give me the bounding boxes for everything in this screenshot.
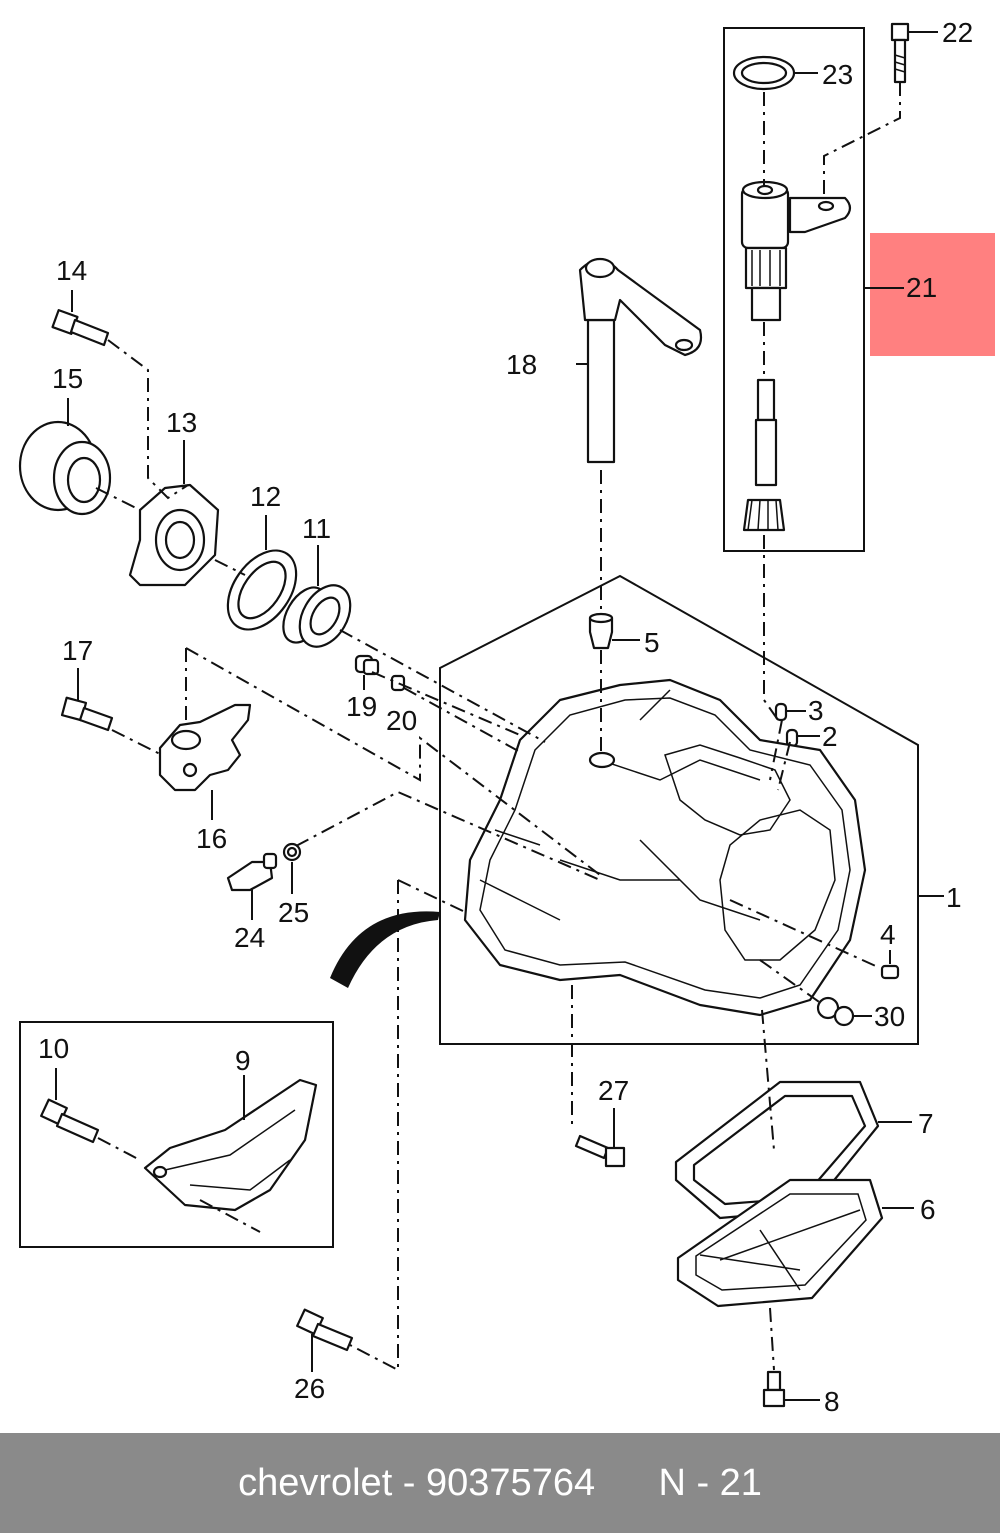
callout-6: 6 [920, 1194, 936, 1225]
callout-30: 30 [874, 1001, 905, 1032]
callout-18: 18 [506, 349, 537, 380]
callout-23: 23 [822, 59, 853, 90]
plug-19 [354, 654, 380, 676]
highlight-part-21 [870, 233, 995, 356]
speedometer-gear-21 [740, 180, 852, 532]
cover-9 [143, 1078, 318, 1212]
callout-27: 27 [598, 1075, 629, 1106]
callout-11: 11 [302, 513, 331, 544]
release-bearing-15 [18, 420, 112, 516]
callout-19: 19 [346, 691, 377, 722]
pin-2 [785, 728, 799, 748]
callout-25: 25 [278, 897, 309, 928]
callout-2: 2 [822, 721, 838, 752]
seal-5 [588, 612, 614, 650]
callout-9: 9 [235, 1045, 251, 1076]
callout-17: 17 [62, 635, 93, 666]
exploded-parts-diagram: 1 2 3 4 5 6 7 8 9 10 11 12 13 14 15 16 1… [18, 17, 995, 1417]
bolt-17 [60, 696, 114, 732]
callout-15: 15 [52, 363, 83, 394]
shift-fork-16 [158, 703, 252, 792]
washer-12 [226, 549, 298, 631]
plug-4 [880, 964, 900, 980]
callout-5: 5 [644, 627, 660, 658]
oil-pan-6 [676, 1178, 884, 1308]
bolt-26 [296, 1308, 354, 1352]
pin-20 [390, 674, 406, 692]
bolt-22 [890, 22, 910, 84]
bearing-11 [282, 584, 352, 648]
cover-subassembly-box [19, 1021, 334, 1248]
callout-4: 4 [880, 919, 896, 950]
callout-7: 7 [918, 1108, 934, 1139]
callout-3: 3 [808, 695, 824, 726]
direction-arrow [330, 911, 440, 988]
callout-13: 13 [166, 407, 197, 438]
o-ring-23 [732, 55, 796, 91]
callout-24: 24 [234, 922, 265, 953]
footer-bar: chevrolet - 90375764 N - 21 [0, 1433, 1000, 1533]
sleeve-13 [128, 483, 220, 587]
transaxle-case-box [439, 574, 919, 1045]
switch-24 [226, 852, 278, 892]
callout-26: 26 [294, 1373, 325, 1404]
callout-8: 8 [824, 1386, 840, 1417]
callout-16: 16 [196, 823, 227, 854]
speedometer-assembly-box [723, 27, 865, 552]
plug-30 [816, 996, 855, 1027]
bolt-10 [40, 1098, 100, 1144]
transaxle-case-1 [463, 678, 867, 1017]
bolt-14 [51, 309, 110, 347]
callout-12: 12 [250, 481, 281, 512]
washer-25 [282, 842, 302, 862]
callout-21: 21 [906, 272, 937, 303]
callout-22: 22 [942, 17, 973, 48]
bolt-27 [574, 1134, 626, 1168]
shift-shaft-18 [578, 257, 703, 464]
drain-bolt-8 [762, 1370, 786, 1408]
footer-caption: chevrolet - 90375764 N - 21 [238, 1461, 762, 1504]
callout-14: 14 [56, 255, 87, 286]
callout-1: 1 [946, 882, 962, 913]
callout-20: 20 [386, 705, 417, 736]
callout-10: 10 [38, 1033, 69, 1064]
